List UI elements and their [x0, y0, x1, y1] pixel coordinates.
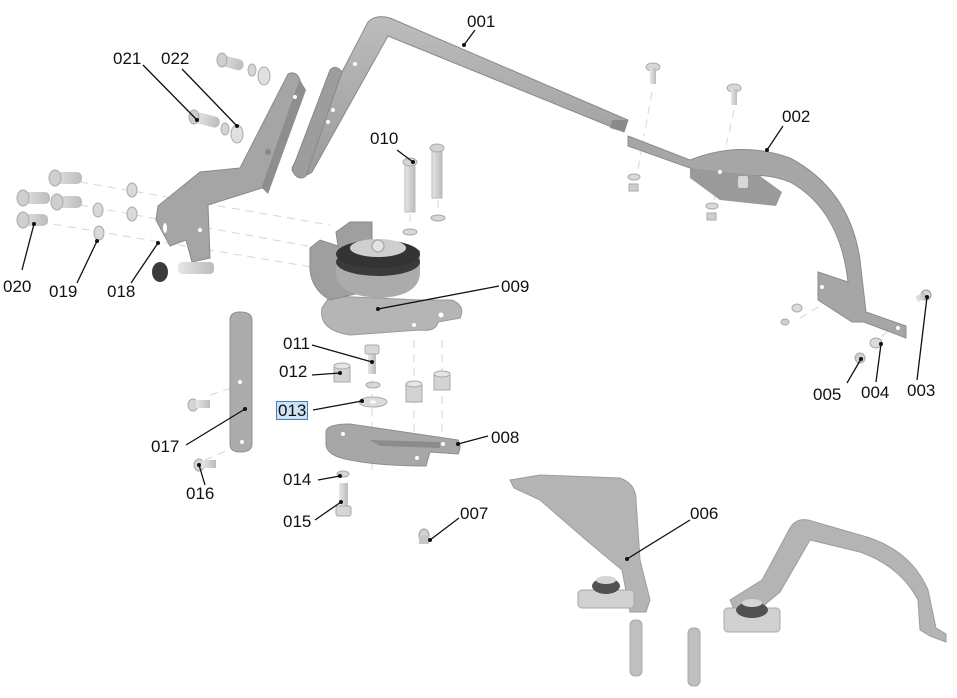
- callout-022[interactable]: 022: [161, 49, 190, 68]
- callout-014[interactable]: 014: [283, 470, 312, 489]
- callout-013[interactable]: 013: [275, 401, 309, 420]
- callout-017[interactable]: 017: [151, 437, 180, 456]
- callout-012[interactable]: 012: [279, 362, 308, 381]
- part-010-long-pins[interactable]: [402, 143, 446, 236]
- washer-019-b[interactable]: [92, 202, 104, 218]
- part-013-flat-washer[interactable]: [358, 381, 388, 408]
- bolt-020-d[interactable]: [16, 211, 48, 229]
- callout-004[interactable]: 004: [861, 383, 890, 402]
- part-009-pulley-housing[interactable]: [309, 221, 463, 336]
- washer-022[interactable]: [220, 122, 244, 144]
- washer-022-top[interactable]: [247, 63, 271, 86]
- callout-016[interactable]: 016: [186, 484, 215, 503]
- callout-011[interactable]: 011: [283, 334, 311, 353]
- washer-019-a[interactable]: [126, 182, 138, 198]
- callout-018[interactable]: 018: [107, 282, 136, 301]
- bolt-020-b[interactable]: [16, 189, 50, 207]
- leader-dots: [32, 43, 929, 561]
- part-011-short-bolt[interactable]: [364, 344, 380, 374]
- callout-005[interactable]: 005: [813, 385, 842, 404]
- bolt-020-c[interactable]: [50, 193, 82, 211]
- assembly-guide-lines: [39, 91, 901, 470]
- callout-009[interactable]: 009: [501, 277, 530, 296]
- callout-010[interactable]: 010: [370, 129, 399, 148]
- bolt-021[interactable]: [188, 109, 221, 129]
- washer-019-c[interactable]: [126, 206, 138, 222]
- bolt-021-top[interactable]: [216, 52, 245, 71]
- callout-001[interactable]: 001: [467, 12, 496, 31]
- callout-003[interactable]: 003: [907, 381, 936, 400]
- callout-002[interactable]: 002: [782, 107, 811, 126]
- callout-015[interactable]: 015: [283, 512, 312, 531]
- leader-lines: [21, 29, 928, 560]
- bolt-020-a[interactable]: [48, 169, 82, 187]
- part-016-flange-bolts[interactable]: [187, 398, 216, 472]
- part-side-strap: [291, 66, 343, 179]
- callout-019[interactable]: 019: [49, 282, 78, 301]
- part-001-main-arm[interactable]: [291, 16, 629, 176]
- part-006-assembled-preview[interactable]: [509, 474, 947, 687]
- callout-007[interactable]: 007: [460, 504, 489, 523]
- part-017-vertical-strap[interactable]: [229, 311, 253, 453]
- part-012-spacer-bushing[interactable]: [333, 362, 451, 403]
- part-002-curved-bracket[interactable]: [627, 135, 907, 339]
- part-018-mounting-bracket[interactable]: [152, 72, 306, 282]
- washer-019-d[interactable]: [93, 225, 105, 241]
- callout-021[interactable]: 021: [113, 49, 142, 68]
- part-008-slotted-base-plate[interactable]: [325, 423, 461, 467]
- callout-020[interactable]: 020: [3, 277, 32, 296]
- callout-008[interactable]: 008: [491, 428, 520, 447]
- part-002-hardware: [627, 62, 803, 326]
- part-007-small-fitting[interactable]: [418, 528, 430, 544]
- part-015-lower-bolt[interactable]: [335, 483, 352, 517]
- callout-006[interactable]: 006: [690, 504, 719, 523]
- left-hardware-group: [16, 52, 271, 241]
